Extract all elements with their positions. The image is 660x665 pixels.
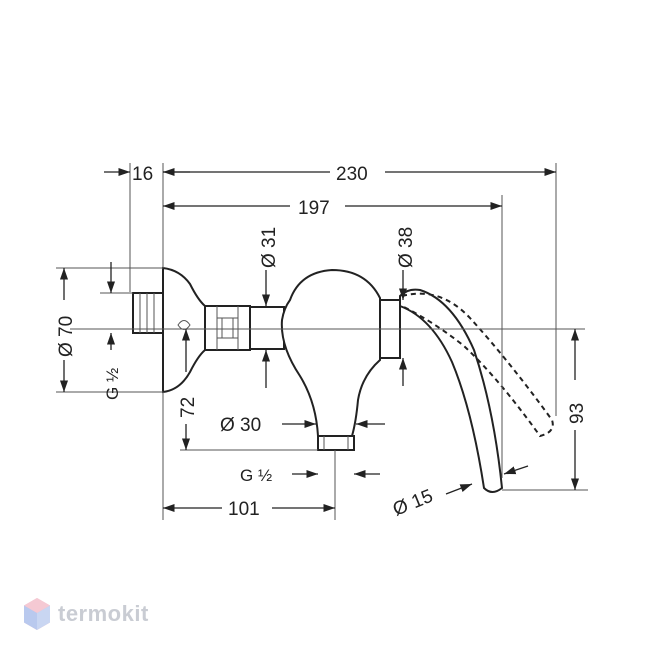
dim-197: 197 xyxy=(298,198,330,219)
lever-handle xyxy=(399,288,504,493)
hexagon-logo-icon xyxy=(24,598,50,630)
mixer-housing xyxy=(280,268,381,437)
dim-72: 72 xyxy=(178,397,199,418)
inlet-tube xyxy=(249,306,285,350)
dim-diameter-70: Ø 70 xyxy=(56,316,77,357)
bottom-outlet xyxy=(317,435,355,451)
dim-101: 101 xyxy=(228,499,260,520)
dim-93: 93 xyxy=(567,403,588,424)
dim-diameter-38: Ø 38 xyxy=(396,227,417,268)
mixer-body xyxy=(132,266,554,493)
dim-16: 16 xyxy=(132,164,153,185)
connector-nut xyxy=(204,305,251,351)
wall-nipple xyxy=(132,292,164,334)
dimension-lines xyxy=(59,167,580,513)
dim-230: 230 xyxy=(336,164,368,185)
dim-diameter-30: Ø 30 xyxy=(220,415,261,436)
lever-alt-position xyxy=(401,292,554,438)
dim-diameter-31: Ø 31 xyxy=(259,227,280,268)
extension-lines xyxy=(56,163,588,520)
watermark-brand-text: termokit xyxy=(58,601,149,626)
watermark: termokit xyxy=(22,596,149,632)
dim-thread-bottom: G ½ xyxy=(240,466,272,485)
dim-diameter-15: Ø 15 xyxy=(390,486,436,521)
dim-thread-left: G ½ xyxy=(103,368,122,400)
